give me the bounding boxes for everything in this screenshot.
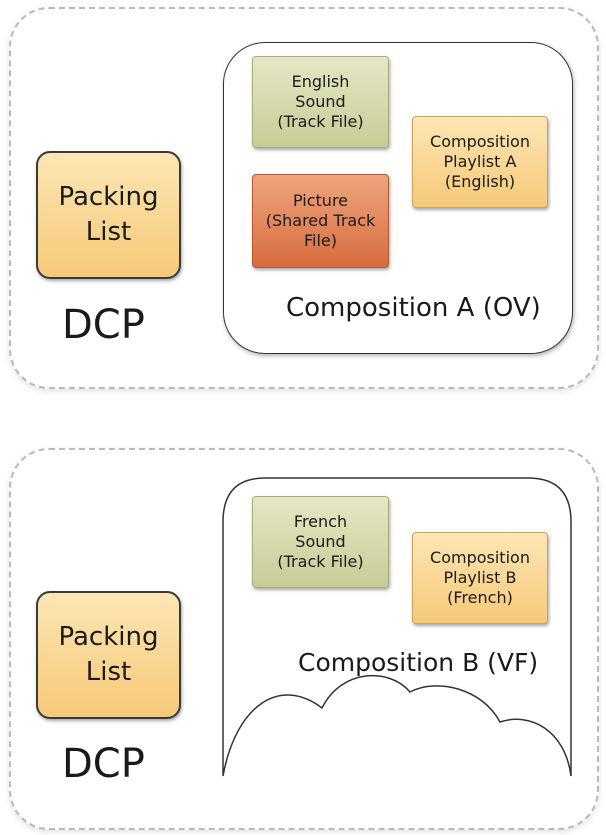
composition-b-label: Composition B (VF) — [298, 648, 539, 677]
playlist-a-box: Composition Playlist A (English) — [412, 116, 548, 208]
packing-list-a: Packing List — [36, 151, 181, 279]
dcp-b-label: DCP — [62, 741, 145, 787]
picture-box: Picture (Shared Track File) — [252, 174, 389, 268]
packing-list-b: Packing List — [36, 591, 181, 719]
composition-a-label: Composition A (OV) — [286, 293, 541, 323]
packing-list-b-label: Packing List — [58, 621, 159, 687]
playlist-a-label: Composition Playlist A (English) — [430, 132, 530, 191]
english-sound-label: English Sound (Track File) — [277, 72, 364, 131]
french-sound-box: French Sound (Track File) — [252, 496, 389, 588]
dcp-a-label: DCP — [62, 302, 145, 348]
english-sound-box: English Sound (Track File) — [252, 56, 389, 148]
playlist-b-box: Composition Playlist B (French) — [412, 532, 548, 624]
playlist-b-label: Composition Playlist B (French) — [430, 548, 530, 607]
packing-list-a-label: Packing List — [58, 181, 159, 247]
picture-label: Picture (Shared Track File) — [265, 191, 376, 250]
french-sound-label: French Sound (Track File) — [277, 512, 364, 571]
